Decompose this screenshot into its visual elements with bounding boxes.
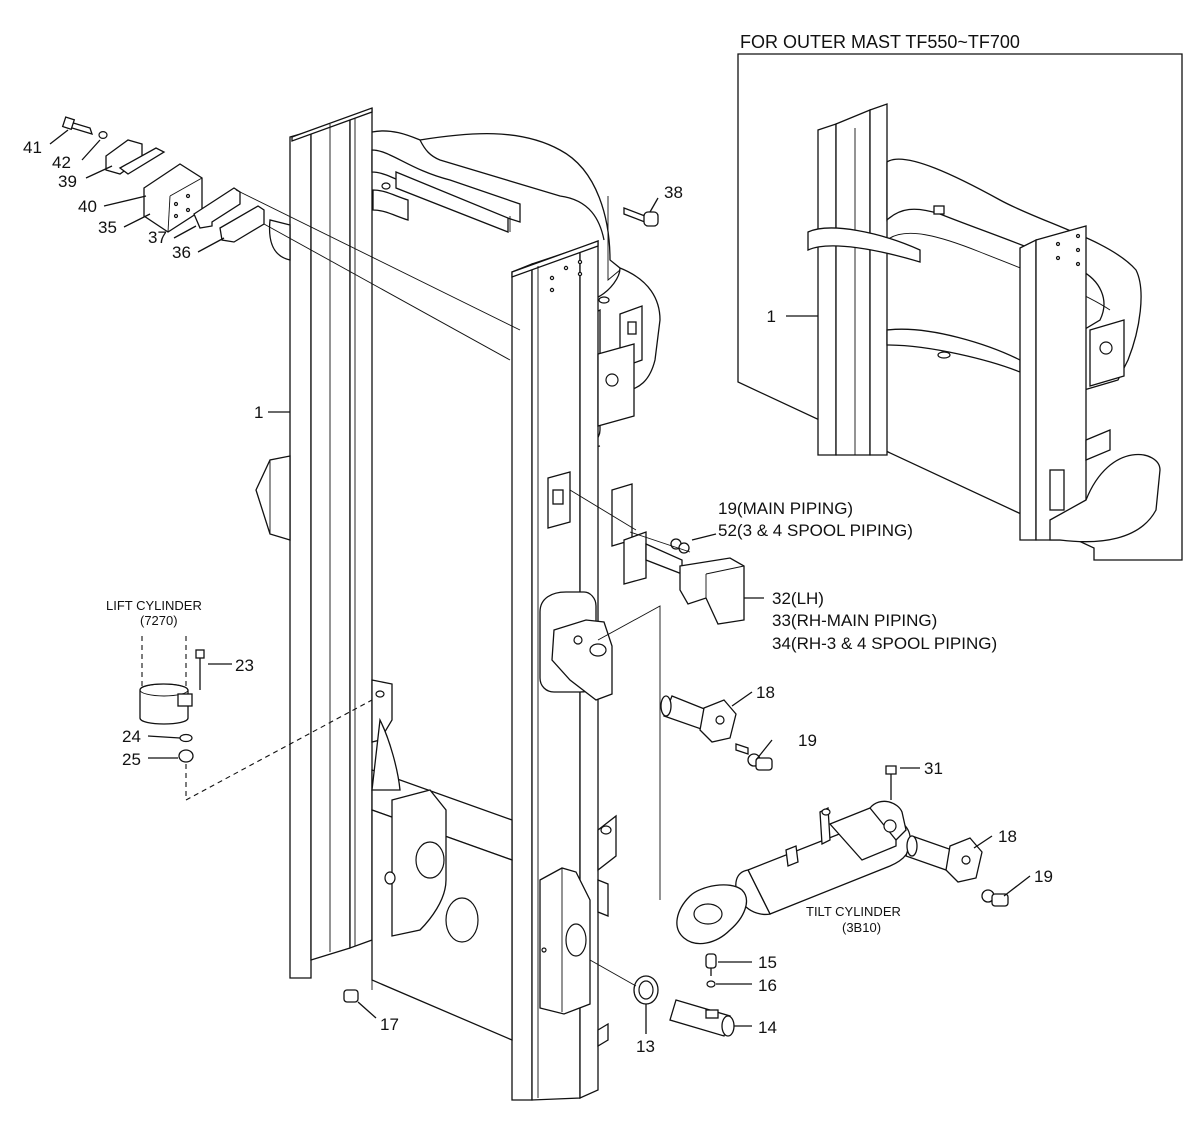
- callout-labels: 41 42 39 40 35 37 36 38 1 19(MAIN PIPING…: [23, 138, 1053, 1056]
- piping-bracket: [623, 531, 691, 585]
- callout-18-upper: 18: [756, 683, 775, 702]
- callout-40: 40: [78, 197, 97, 216]
- lift-cylinder-code: (7270): [140, 613, 178, 628]
- tilt-cylinder: [676, 765, 1009, 945]
- callout-39: 39: [58, 172, 77, 191]
- tilt-cylinder-code: (3B10): [842, 920, 881, 935]
- callout-25: 25: [122, 750, 141, 769]
- shield-label-3: 34(RH-3 & 4 SPOOL PIPING): [772, 634, 997, 653]
- shield-label-1: 32(LH): [772, 589, 824, 608]
- callout-36: 36: [172, 243, 191, 262]
- callout-23: 23: [235, 656, 254, 675]
- callout-13: 13: [636, 1037, 655, 1056]
- inset-title: FOR OUTER MAST TF550~TF700: [740, 32, 1020, 52]
- hose-shield: [679, 557, 745, 625]
- pad-assembly: [61, 116, 521, 361]
- callout-14: 14: [758, 1018, 777, 1037]
- shield-label-2: 33(RH-MAIN PIPING): [772, 611, 937, 630]
- callout-15: 15: [758, 953, 777, 972]
- inset-panel: FOR OUTER MAST TF550~TF700 1: [737, 32, 1183, 561]
- callout-16: 16: [758, 976, 777, 995]
- callout-19-upper: 19: [798, 731, 817, 750]
- leader-lines: [49, 129, 1031, 1034]
- bolt-17: [343, 894, 373, 1003]
- callout-41: 41: [23, 138, 42, 157]
- callout-17: 17: [380, 1015, 399, 1034]
- lower-pin: [589, 953, 735, 1037]
- lift-cylinder-label: LIFT CYLINDER: [106, 598, 202, 613]
- callout-31: 31: [924, 759, 943, 778]
- callout-inset-1: 1: [767, 307, 776, 326]
- callout-19-lower: 19: [1034, 867, 1053, 886]
- callout-18-lower: 18: [998, 827, 1017, 846]
- callout-42: 42: [52, 153, 71, 172]
- pin-18-upper: [597, 605, 773, 900]
- outer-mast: [255, 107, 661, 1101]
- callout-24: 24: [122, 727, 141, 746]
- lift-cylinder: [139, 636, 373, 801]
- piping-label-2: 52(3 & 4 SPOOL PIPING): [718, 521, 913, 540]
- callout-1: 1: [254, 403, 263, 422]
- callout-38: 38: [664, 183, 683, 202]
- bolt-38: [509, 196, 659, 281]
- callout-37: 37: [148, 228, 167, 247]
- callout-35: 35: [98, 218, 117, 237]
- piping-label-1: 19(MAIN PIPING): [718, 499, 853, 518]
- tilt-cylinder-label: TILT CYLINDER: [806, 904, 901, 919]
